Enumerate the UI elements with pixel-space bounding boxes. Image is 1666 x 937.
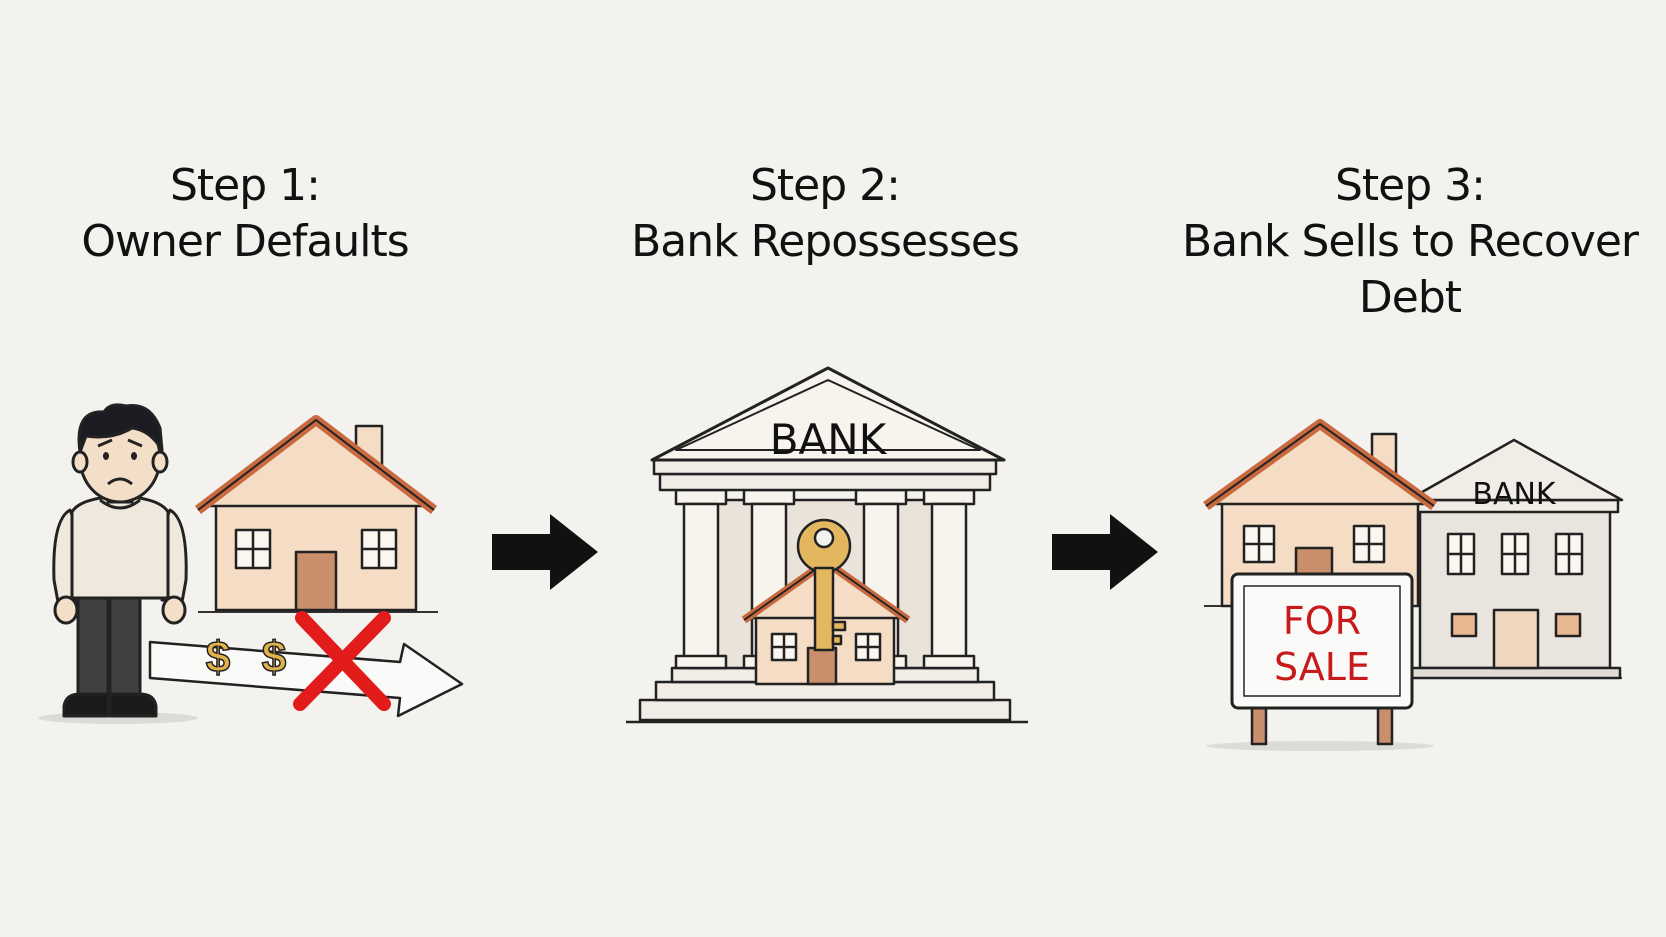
sad-person-icon [52, 403, 188, 718]
dollar-symbol-2: $ [262, 633, 286, 682]
bank-sign-step-2: BANK [770, 415, 888, 464]
for-sale-text-line1: FOR [1283, 599, 1361, 643]
step-3-heading-line1: Bank Sells to Recover [1182, 216, 1639, 267]
step-2-title: Step 2: Bank Repossesses [590, 158, 1060, 270]
flow-arrow-icon [1052, 514, 1158, 590]
step-1-title: Step 1: Owner Defaults [40, 158, 450, 270]
step-1-illustration: $ $ [38, 403, 464, 724]
for-sale-text-line2: SALE [1274, 645, 1370, 689]
step-3-title: Step 3: Bank Sells to Recover Debt [1160, 158, 1660, 326]
for-sale-sign-icon [1230, 572, 1414, 746]
step-2-label: Step 2: [750, 160, 901, 211]
step-1-label: Step 1: [170, 160, 321, 211]
step-1-heading: Owner Defaults [81, 216, 409, 267]
cross-icon [293, 611, 391, 711]
flow-arrow-icon [492, 514, 598, 590]
step-2-heading: Bank Repossesses [631, 216, 1020, 267]
dollar-symbol-1: $ [206, 633, 230, 682]
bank-building-icon [1406, 438, 1624, 680]
house-icon [194, 415, 438, 612]
step-3-label: Step 3: [1335, 160, 1486, 211]
key-icon [796, 518, 852, 652]
step-3-heading-line2: Debt [1358, 272, 1462, 323]
payment-arrow-icon: $ $ [148, 632, 464, 718]
bank-sign-step-3: BANK [1472, 477, 1557, 512]
